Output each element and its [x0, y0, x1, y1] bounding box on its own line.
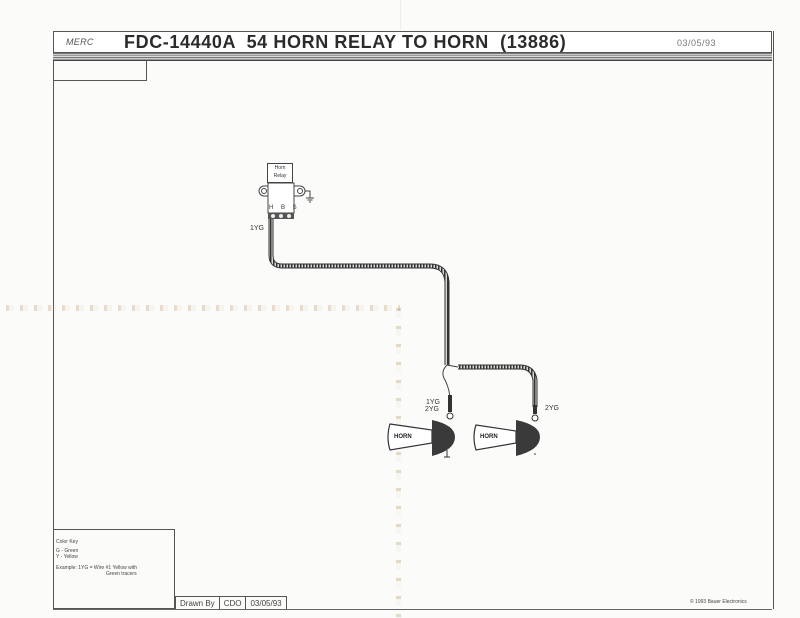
legend-example-2: Green tracers [106, 571, 137, 577]
title-bar [53, 31, 772, 53]
drawing-sheet-border [53, 31, 774, 609]
relay-label-box: Horn Relay [267, 163, 293, 183]
legend-item-green: G - Green [56, 548, 79, 554]
header-date: 03/05/93 [677, 38, 717, 48]
diagram-title: FDC-14440A 54 HORN RELAY TO HORN (13886) [124, 32, 567, 52]
make-label: MERC [66, 37, 94, 47]
legend-example-1: Example: 1YG = Wire #1 Yellow with [56, 565, 138, 571]
legend-item-yellow: Y - Yellow [56, 554, 78, 560]
color-key-legend: Color Key G - Green Y - Yellow Example: … [53, 529, 175, 609]
horn1-wire-label-1: 1YG [426, 399, 441, 406]
copyright-text: © 1993 Bauer Electronics [690, 599, 747, 605]
horn1-wire-label-2: 2YG [425, 406, 440, 413]
revision-box [53, 60, 147, 81]
horn2-wire-label: 2YG [545, 405, 560, 412]
relay-pin-labels: H B S [269, 205, 300, 211]
horn-1-label: HORN [394, 434, 412, 440]
drawn-by-label: Drawn By [175, 597, 220, 610]
title-band-rule [53, 53, 772, 61]
sheet-bottom-border [53, 609, 772, 610]
paper-stain-vertical [396, 300, 401, 618]
drawn-date: 03/05/93 [246, 597, 287, 610]
relay-wire-label: 1YG [250, 225, 265, 232]
relay-label-line1: Horn [274, 165, 286, 171]
relay-label-line2: Relay [273, 173, 287, 179]
drawn-by-value: CDO [220, 597, 247, 610]
title-block: Drawn By CDO 03/05/93 [175, 596, 287, 610]
paper-stain-horizontal [0, 305, 400, 311]
horn-2-label: HORN [480, 434, 498, 440]
legend-title: Color Key [56, 539, 78, 545]
paper-fold [400, 0, 401, 30]
